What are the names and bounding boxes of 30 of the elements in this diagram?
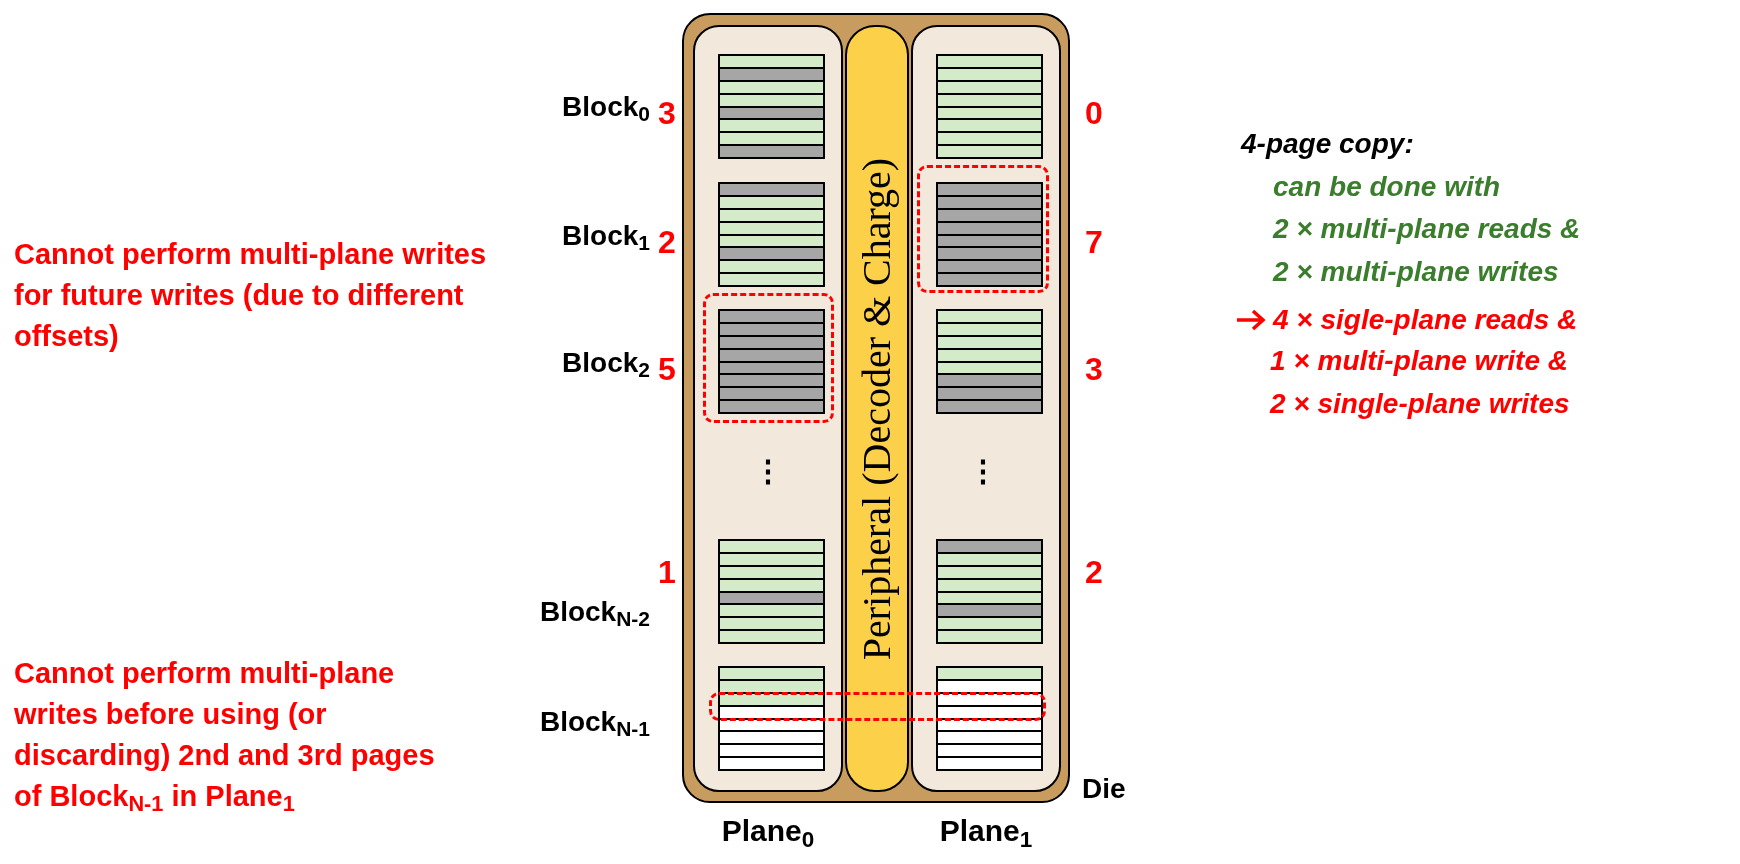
peripheral-band xyxy=(845,25,909,792)
block-number: 3 xyxy=(658,97,676,129)
block-number: 1 xyxy=(658,556,676,588)
block-number: 3 xyxy=(1085,353,1103,385)
plane-label: Plane$_{0}$ xyxy=(721,816,815,846)
block-label: Block$_{2}$ xyxy=(561,346,650,384)
copy-step-text: 1 × multi-plane write & xyxy=(1270,344,1569,378)
copy-step-text: 2 × single-plane writes xyxy=(1270,387,1571,421)
block-label: Block$_{N-2}$ xyxy=(538,595,650,633)
block-number: 5 xyxy=(658,353,676,385)
ellipsis: ⋮ xyxy=(753,452,783,489)
block-label: Block$_{0}$ xyxy=(561,90,650,128)
memory-block xyxy=(718,666,825,771)
note-text: Cannot perform multi-plane writes before using (or discarding) 2nd and 3rd pages of Block$_{N-1}$ in Plane$_{1}$ xyxy=(14,656,436,817)
note-text: Cannot perform multi-plane writes for future writes (due to different offsets) xyxy=(14,236,488,354)
plane-label: Plane$_{1}$ xyxy=(939,816,1033,846)
peripheral-label: Peripheral (Decoder & Charge) xyxy=(857,157,897,660)
memory-block xyxy=(936,666,1043,771)
copy-step-text: 2 × multi-plane writes xyxy=(1273,255,1560,289)
copy-step-text: 2 × multi-plane reads & xyxy=(1273,212,1582,246)
block-number: 0 xyxy=(1085,97,1103,129)
copy-step-text: can be done with xyxy=(1273,170,1502,204)
heading-text: 4-page copy: xyxy=(1241,127,1415,161)
block-number: 2 xyxy=(658,226,676,258)
die-label: Die xyxy=(1082,775,1126,803)
block-label: Block$_{N-1}$ xyxy=(538,705,650,743)
block-number: 2 xyxy=(1085,556,1103,588)
ellipsis: ⋮ xyxy=(968,452,998,489)
copy-step-text: 4 × sigle-plane reads & xyxy=(1273,303,1579,337)
block-number: 7 xyxy=(1085,226,1103,258)
